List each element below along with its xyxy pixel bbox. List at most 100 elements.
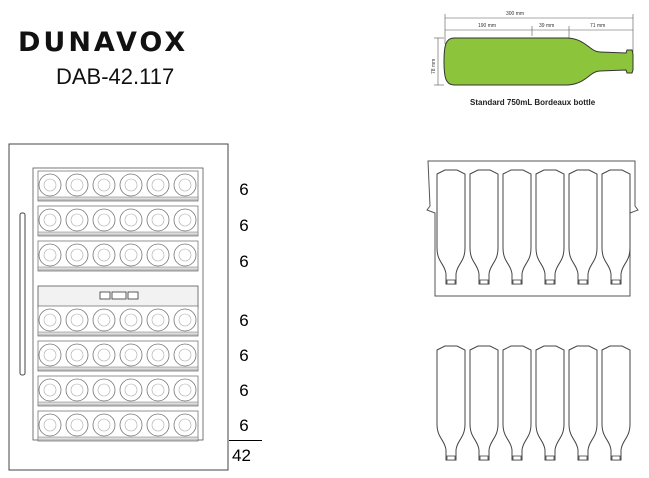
bottle-end-inner [70,383,84,397]
bottle-neck-ring [479,279,489,285]
bottle-end-inner [43,383,57,397]
shelf-2 [37,205,199,237]
bottle-end [173,243,197,267]
brand-logo: DUNAVOX [18,27,189,58]
shelf-count-5: 6 [239,346,249,365]
shelf-frame [426,160,639,297]
dim-total-label: 300 mm [506,11,524,17]
bottle-end [119,243,143,267]
shelf-count-4: 6 [239,311,249,330]
bottle-end [173,343,197,367]
shelf-count-7: 6 [239,416,249,435]
shelf-3 [37,240,199,272]
bottle-end-inner [151,383,165,397]
bottle-end [38,413,62,437]
bottle-end [119,343,143,367]
bottle-end [38,173,62,197]
display-left [99,291,111,300]
shelf-count-6: 6 [239,381,249,400]
bottle-end-inner [124,418,138,432]
dim-height-label: 78 mm [431,59,437,74]
bottle-side [568,345,598,461]
bottle-end-inner [178,248,192,262]
display-center [111,291,127,300]
bottle-side [535,345,565,461]
bottle-end-inner [124,213,138,227]
bottle-end [65,243,89,267]
bottle-end-inner [97,383,111,397]
bottle-end [65,308,89,332]
bottle-end [173,378,197,402]
bottle-side [535,169,565,285]
shelf-1 [37,170,199,202]
bottle-end [65,173,89,197]
bottle-end-inner [151,313,165,327]
bottle-end-inner [43,418,57,432]
bottle-end-inner [178,213,192,227]
bottle-end-inner [124,348,138,362]
bottle-end-inner [43,178,57,192]
bottle-neck-ring [578,455,588,461]
shelf-rail [37,231,199,236]
bottle-end-inner [124,313,138,327]
bottle-end [92,378,116,402]
bottle-dimension-drawing: 300 mm 190 mm 39 mm 71 mm 78 mm [431,11,634,86]
bottle-side [568,169,598,285]
bottle-end [38,308,62,332]
bottle-end [146,308,170,332]
bottle-end-inner [70,348,84,362]
bottle-end [146,208,170,232]
bottle-end-inner [178,348,192,362]
bottle-neck-ring [611,455,621,461]
bottle-end-inner [70,418,84,432]
bottle-end [173,173,197,197]
bottle-end [65,413,89,437]
bottle-end-inner [178,178,192,192]
bottle-end [92,208,116,232]
dim-body-label: 190 mm [478,23,496,29]
bottle-side [601,345,631,461]
shelf-rail [37,436,199,441]
bottle-side [502,345,532,461]
bottle-end [65,343,89,367]
bottle-end-inner [43,313,57,327]
shelf-4 [37,305,199,337]
bottle-neck-ring [578,279,588,285]
bottle-end-inner [43,248,57,262]
bottle-neck-ring [446,455,456,461]
shelf-rail [37,401,199,406]
bottle-end-inner [70,248,84,262]
bottle-side [601,169,631,285]
shelf-rail [37,331,199,336]
bottle-neck-ring [512,279,522,285]
door-handle [19,212,26,376]
bottle-silhouette [443,37,634,86]
bottle-end-inner [178,313,192,327]
bottle-end-inner [124,248,138,262]
shelf-rail [37,266,199,271]
cabinet-front-view [8,143,229,471]
bottle-end-inner [151,418,165,432]
bottle-side [436,345,466,461]
shelf-7 [37,410,199,442]
shelf-side-view-top [426,160,639,297]
bottle-end [92,308,116,332]
bottle-end-inner [151,348,165,362]
bottle-end-inner [70,178,84,192]
bottle-end-inner [97,418,111,432]
bottle-neck-ring [545,455,555,461]
dim-shoulder-label: 39 mm [539,23,554,29]
bottle-end-inner [97,248,111,262]
model-number: DAB-42.117 [56,64,175,89]
bottle-end [173,308,197,332]
bottle-end [173,208,197,232]
shelf-side-view-bottom [436,345,631,461]
total-divider [229,440,262,441]
bottle-end [146,343,170,367]
shelf-count-3: 6 [239,252,249,271]
bottle-end-inner [178,383,192,397]
shelf-rail [37,366,199,371]
bottle-end [173,413,197,437]
bottle-end [92,343,116,367]
bottle-end [119,208,143,232]
